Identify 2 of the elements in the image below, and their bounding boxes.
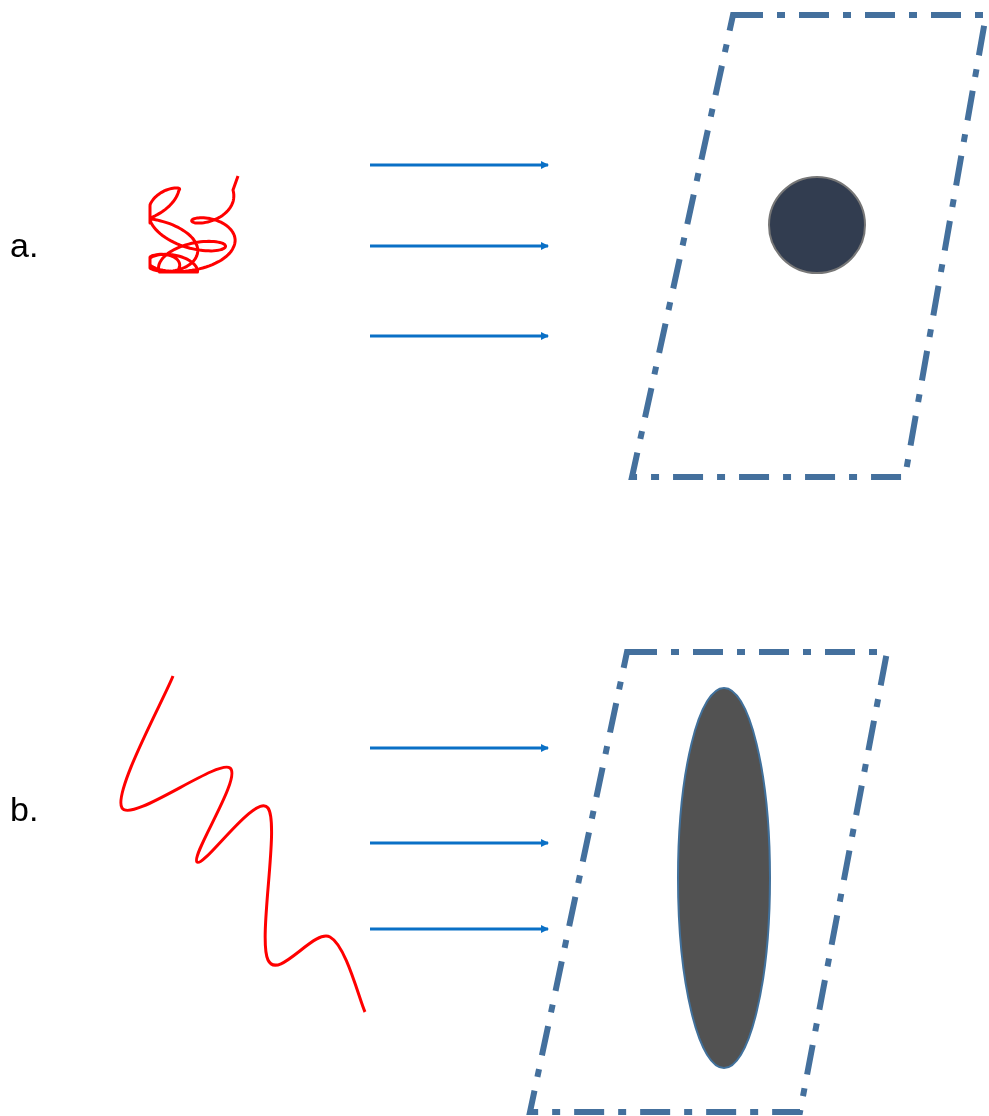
panel-label: a. <box>10 228 39 262</box>
panel-label: b. <box>10 792 39 826</box>
